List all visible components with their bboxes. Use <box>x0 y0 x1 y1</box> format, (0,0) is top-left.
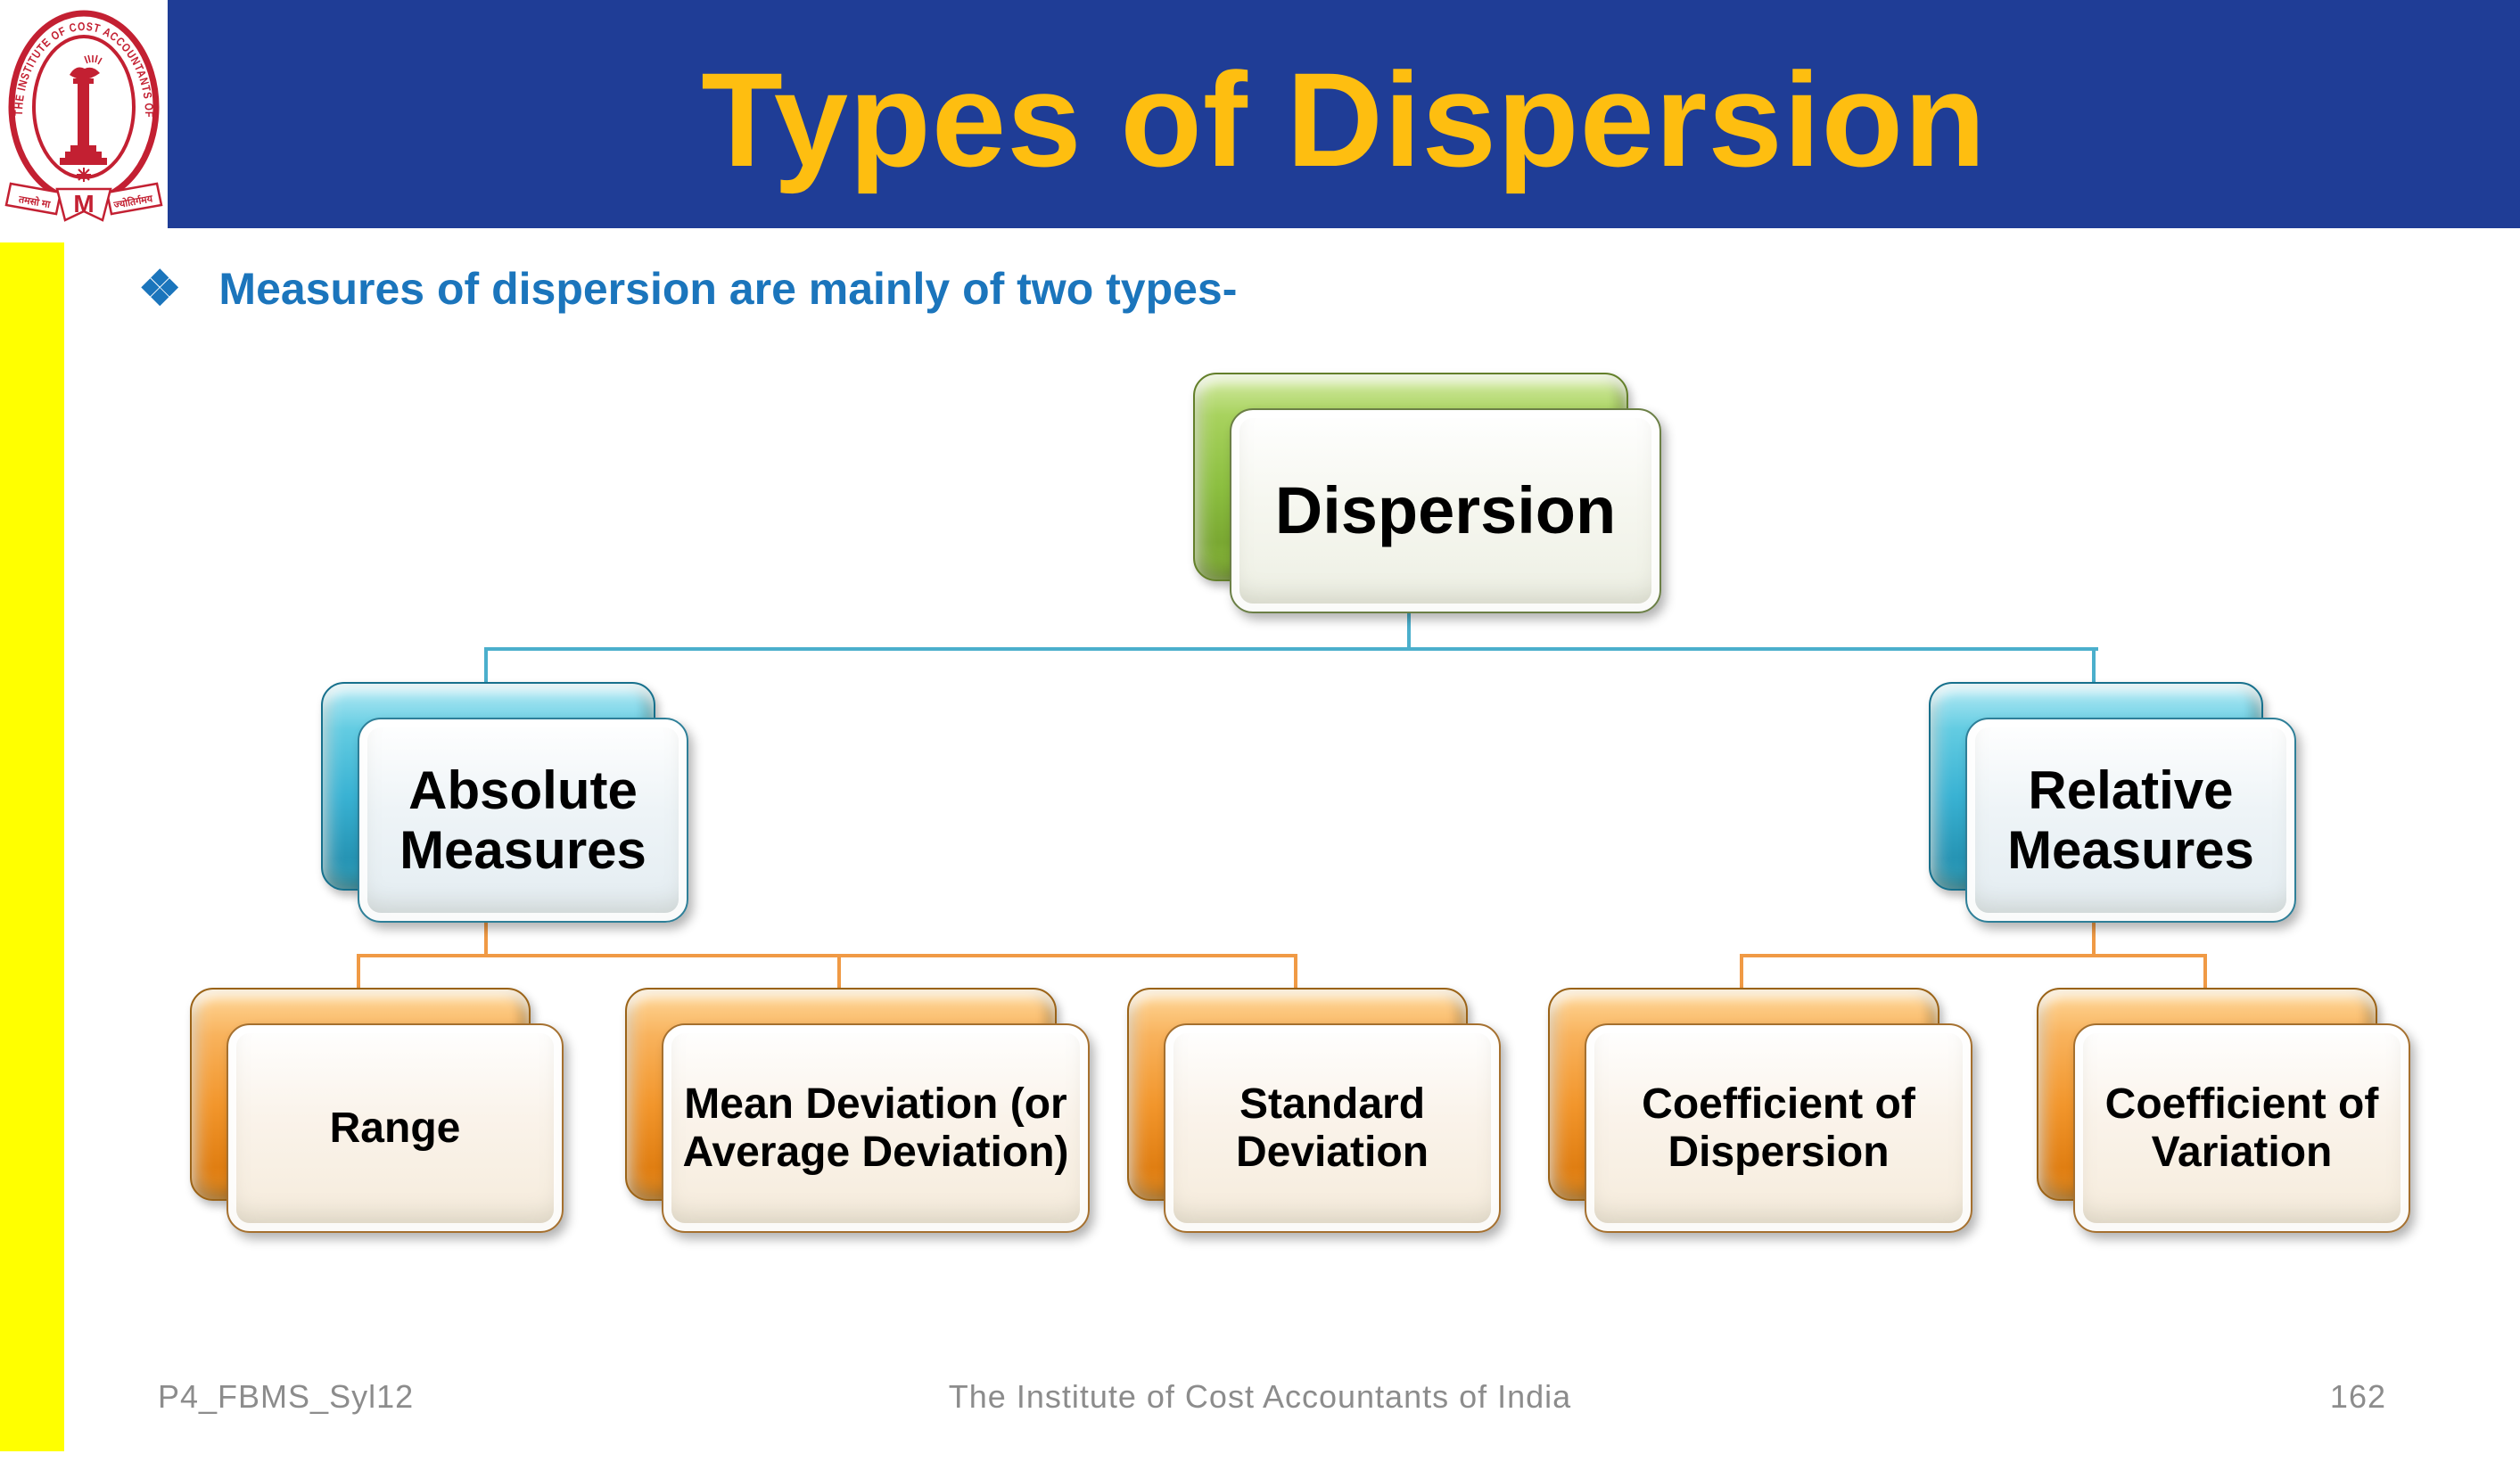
node-label: Absolute Measures <box>399 760 646 880</box>
diamond-bullet-icon: ❖ <box>138 262 182 316</box>
node-label: Coefficient of Variation <box>2104 1080 2379 1176</box>
node-range: Range <box>190 988 564 1233</box>
node-label: Standard Deviation <box>1235 1080 1429 1176</box>
node-label: Dispersion <box>1274 472 1617 547</box>
connector-to-range <box>357 954 360 993</box>
connector-relative-down <box>2092 920 2096 957</box>
node-coefficient-variation: Coefficient of Variation <box>2037 988 2410 1233</box>
node-label: Coefficient of Dispersion <box>1642 1080 1915 1176</box>
node-relative-face: Relative Measures <box>1965 718 2296 923</box>
connector-to-absolute <box>484 647 488 687</box>
connector-left-horizontal <box>357 954 1297 957</box>
bullet-line: ❖ Measures of dispersion are mainly of t… <box>138 257 1237 321</box>
logo-monogram: M <box>73 190 94 218</box>
node-absolute-measures: Absolute Measures <box>321 682 688 923</box>
node-mean-deviation-face: Mean Deviation (or Average Deviation) <box>662 1023 1090 1233</box>
connector-to-relative <box>2092 647 2096 687</box>
footer-course-code: P4_FBMS_Syl12 <box>158 1378 415 1415</box>
node-coefficient-variation-face: Coefficient of Variation <box>2073 1023 2410 1233</box>
node-label: Range <box>329 1104 461 1152</box>
node-absolute-face: Absolute Measures <box>358 718 688 923</box>
header-bar: Types of Dispersion THE INSTITUTE OF COS… <box>0 0 2520 228</box>
institute-logo: THE INSTITUTE OF COST ACCOUNTANTS OF IND… <box>0 0 168 228</box>
connector-absolute-down <box>484 920 488 957</box>
connector-to-standard-deviation <box>1294 954 1297 993</box>
connector-to-coefficient-dispersion <box>1740 954 1743 993</box>
node-dispersion-face: Dispersion <box>1230 408 1661 613</box>
node-label: Relative Measures <box>2007 760 2254 880</box>
node-coefficient-dispersion: Coefficient of Dispersion <box>1548 988 1972 1233</box>
left-accent-stripe <box>0 242 64 1451</box>
node-label: Mean Deviation (or Average Deviation) <box>682 1080 1069 1176</box>
page-title: Types of Dispersion <box>701 44 1987 194</box>
footer-institute-name: The Institute of Cost Accountants of Ind… <box>948 1378 1572 1415</box>
footer-page-number: 162 <box>2329 1378 2386 1415</box>
node-range-face: Range <box>226 1023 564 1233</box>
node-relative-measures: Relative Measures <box>1929 682 2296 923</box>
bullet-text: Measures of dispersion are mainly of two… <box>218 264 1238 314</box>
connector-to-coefficient-variation <box>2203 954 2207 993</box>
node-standard-deviation: Standard Deviation <box>1127 988 1501 1233</box>
node-mean-deviation: Mean Deviation (or Average Deviation) <box>625 988 1090 1233</box>
node-standard-deviation-face: Standard Deviation <box>1164 1023 1501 1233</box>
connector-level1-horizontal <box>484 647 2098 651</box>
node-dispersion: Dispersion <box>1193 373 1661 613</box>
node-coefficient-dispersion-face: Coefficient of Dispersion <box>1585 1023 1972 1233</box>
connector-to-mean-deviation <box>837 954 841 993</box>
connector-right-horizontal <box>1740 954 2207 957</box>
institute-logo-graphic: THE INSTITUTE OF COST ACCOUNTANTS OF IND… <box>0 0 163 222</box>
